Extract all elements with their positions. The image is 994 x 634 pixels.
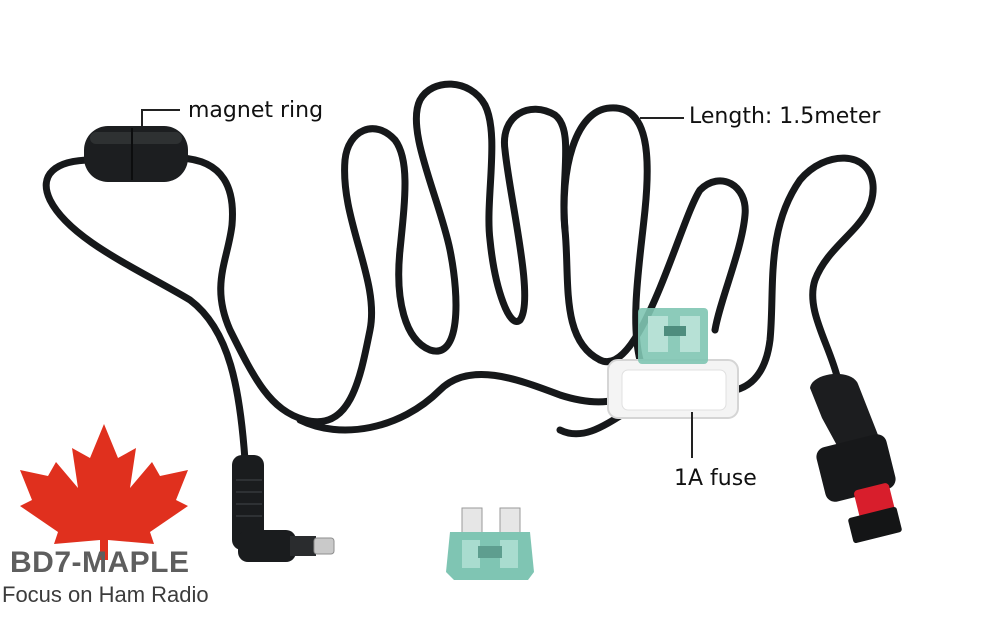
cable-length-label: Length: 1.5meter [689,104,881,129]
fuse-label: 1A fuse [674,466,757,491]
callout-lines [141,109,693,458]
fuse-holder [607,308,739,419]
magnet-ring [84,126,188,182]
spare-fuse [446,507,534,580]
brand-tagline: Focus on Ham Radio [2,582,209,607]
magnet-ring-label: magnet ring [188,98,324,123]
dc-plug [232,455,335,562]
maple-leaf-icon [20,424,188,560]
powerpole-connector [810,373,902,544]
brand-name: BD7-MAPLE [10,546,190,579]
